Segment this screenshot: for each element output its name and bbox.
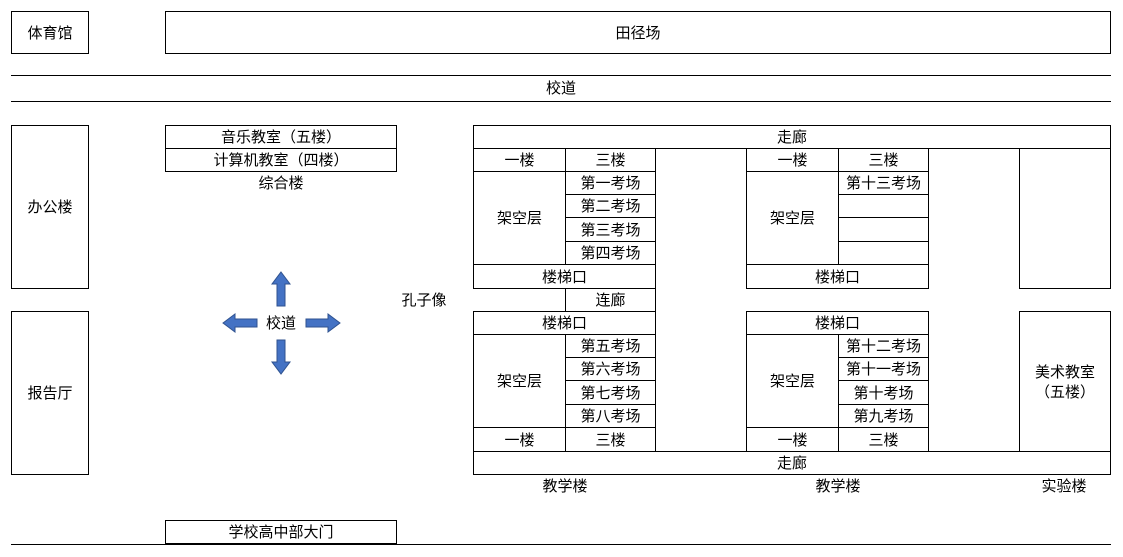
- exam-room-6: 第六考场: [565, 357, 656, 381]
- art-classroom: 美术教室 （五楼）: [1019, 311, 1111, 452]
- connector-walkway: 连廊: [565, 288, 656, 312]
- floor-label: 一楼: [777, 151, 808, 169]
- art-room-name: 美术教室: [1034, 362, 1095, 381]
- gate-label: 学校高中部大门: [228, 523, 334, 541]
- exam-room-label: 第六考场: [580, 360, 641, 378]
- stairs-label: 楼梯口: [541, 267, 587, 286]
- computer-classroom: 计算机教室（四楼）: [165, 148, 397, 172]
- exam-room-10: 第十考场: [838, 380, 929, 405]
- exam-room-1: 第一考场: [565, 171, 656, 195]
- floor-label: 三楼: [595, 151, 626, 169]
- road-line-top: [11, 75, 1111, 76]
- lab-building-label: 实验楼: [1041, 477, 1087, 495]
- bldg-a-label: 教学楼: [542, 477, 588, 495]
- stairs-label: 楼梯口: [814, 267, 860, 286]
- exam-room-12: 第十二考场: [838, 334, 929, 358]
- exam-room-label: 第十二考场: [845, 337, 921, 355]
- bldg-a-bottom-floor1: 一楼: [473, 427, 566, 452]
- lab-building-upper: [1019, 148, 1111, 289]
- exam-room-7: 第七考场: [565, 380, 656, 405]
- floor-label: 一楼: [504, 151, 535, 169]
- exam-room-2: 第二考场: [565, 194, 656, 218]
- exam-room-label: 第七考场: [580, 383, 641, 402]
- floor-label: 一楼: [504, 430, 535, 449]
- complex-building-label: 综合楼: [258, 174, 304, 192]
- lecture-hall: 报告厅: [11, 311, 89, 475]
- exam-room-5: 第五考场: [565, 334, 656, 358]
- bldg-a-bottom-stairs: 楼梯口: [473, 311, 656, 335]
- music-label: 音乐教室（五楼）: [220, 128, 341, 146]
- connector-label: 连廊: [595, 291, 626, 309]
- exam-room-label: 第四考场: [580, 244, 641, 262]
- arrow-down-icon: [271, 339, 291, 375]
- empty-room-1: [838, 194, 929, 218]
- bldg-b-bottom-floor3: 三楼: [838, 427, 929, 452]
- corridor-top: 走廊: [473, 125, 1111, 149]
- gym-label: 体育馆: [27, 23, 73, 42]
- empty-room-2: [838, 217, 929, 242]
- floor-label: 三楼: [868, 430, 899, 449]
- confucius-statue-label: 孔子像: [401, 291, 447, 309]
- arrow-left-icon: [222, 313, 258, 333]
- road-label: 校道: [545, 79, 577, 97]
- bldg-b-bottom-floor1: 一楼: [746, 427, 839, 452]
- exam-room-11: 第十一考场: [838, 357, 929, 381]
- bldg-b-bottom-stairs: 楼梯口: [746, 311, 929, 335]
- corridor-top-label: 走廊: [776, 128, 807, 146]
- exam-room-9: 第九考场: [838, 404, 929, 428]
- bldg-a-top-floor1: 一楼: [473, 148, 566, 172]
- exam-room-13: 第十三考场: [838, 171, 929, 195]
- stairs-label: 楼梯口: [541, 314, 587, 332]
- stilt-label: 架空层: [496, 209, 542, 227]
- compass-road-label: 校道: [265, 314, 297, 332]
- exam-room-4: 第四考场: [565, 241, 656, 265]
- computer-label: 计算机教室（四楼）: [213, 151, 349, 169]
- bldg-a-top-stairs: 楼梯口: [473, 264, 656, 289]
- gym-box: 体育馆: [11, 11, 89, 54]
- track-box: 田径场: [165, 11, 1111, 54]
- bldg-a-bottom-stilt-floor: 架空层: [473, 334, 566, 428]
- gate-box: 学校高中部大门: [165, 520, 397, 544]
- bottom-road-line: [11, 544, 1111, 545]
- bldg-a-top-stilt-floor: 架空层: [473, 171, 566, 265]
- floor-label: 三楼: [868, 151, 899, 169]
- stilt-label: 架空层: [769, 372, 815, 390]
- exam-room-8: 第八考场: [565, 404, 656, 428]
- exam-room-label: 第九考场: [853, 407, 914, 425]
- art-room-floor: （五楼）: [1034, 382, 1095, 401]
- bldg-b-bottom-stilt-floor: 架空层: [746, 334, 839, 428]
- exam-room-3: 第三考场: [565, 217, 656, 242]
- bldg-a-bottom-floor3: 三楼: [565, 427, 656, 452]
- music-classroom: 音乐教室（五楼）: [165, 125, 397, 149]
- exam-room-label: 第五考场: [580, 337, 641, 355]
- office-building: 办公楼: [11, 125, 89, 289]
- empty-room-3: [838, 241, 929, 265]
- floor-label: 三楼: [595, 430, 626, 449]
- stairs-label: 楼梯口: [814, 314, 860, 332]
- stilt-label: 架空层: [769, 209, 815, 227]
- exam-room-label: 第十考场: [853, 383, 914, 402]
- exam-room-label: 第二考场: [580, 197, 641, 215]
- arrow-up-icon: [271, 271, 291, 307]
- bldg-b-top-stairs: 楼梯口: [746, 264, 929, 289]
- exam-room-label: 第三考场: [580, 220, 641, 239]
- hall-label: 报告厅: [27, 384, 73, 402]
- office-label: 办公楼: [27, 198, 73, 216]
- exam-room-label: 第八考场: [580, 407, 641, 425]
- corridor-bottom: 走廊: [473, 451, 1111, 475]
- track-label: 田径场: [615, 23, 661, 42]
- arrow-right-icon: [305, 313, 341, 333]
- exam-room-label: 第十三考场: [845, 174, 921, 192]
- bldg-b-label: 教学楼: [815, 477, 861, 495]
- exam-room-label: 第一考场: [580, 174, 641, 192]
- bldg-b-top-floor1: 一楼: [746, 148, 839, 172]
- bldg-b-top-floor3: 三楼: [838, 148, 929, 172]
- corridor-bottom-label: 走廊: [776, 454, 807, 472]
- bldg-a-top-floor3: 三楼: [565, 148, 656, 172]
- stilt-label: 架空层: [496, 372, 542, 390]
- road-line-bottom: [11, 101, 1111, 102]
- bldg-b-top-stilt-floor: 架空层: [746, 171, 839, 265]
- floor-label: 一楼: [777, 430, 808, 449]
- exam-room-label: 第十一考场: [845, 360, 921, 378]
